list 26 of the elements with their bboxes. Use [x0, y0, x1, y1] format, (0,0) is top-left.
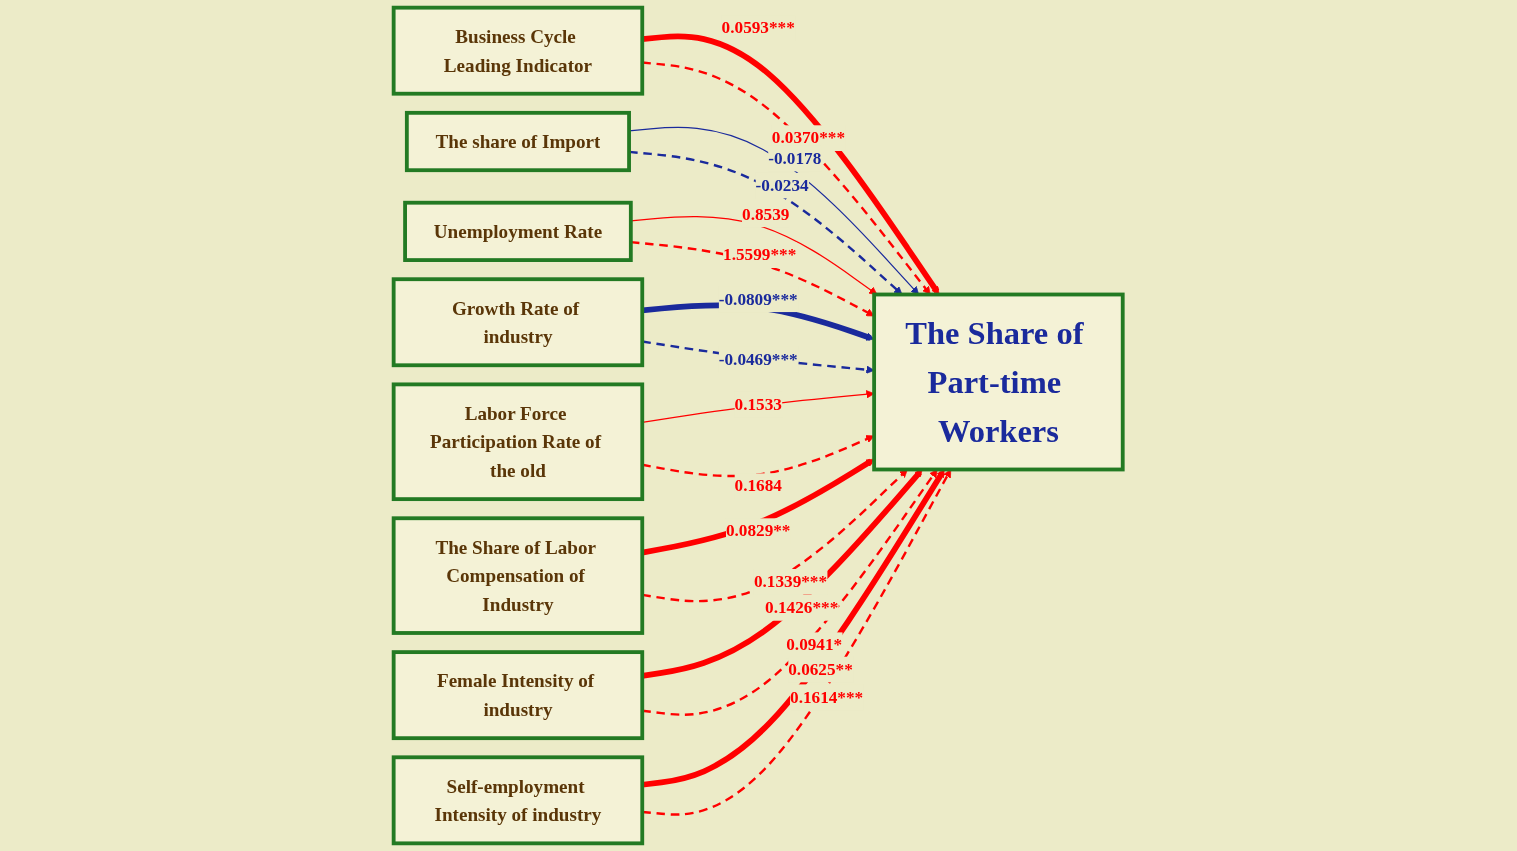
- edge-label: -0.0809***: [719, 289, 798, 309]
- edge-label: 0.1533: [734, 394, 783, 414]
- node-box: The Share of Part-time Workers: [872, 292, 1125, 472]
- edge-label: -0.0234: [755, 175, 809, 195]
- node-box: Business Cycle Leading Indicator: [392, 5, 645, 96]
- edge-label: 0.0370***: [772, 128, 846, 148]
- node-box: Labor Force Participation Rate of the old: [392, 382, 645, 502]
- arrow: [642, 458, 875, 556]
- node-box: Self-employment Intensity of industry: [392, 755, 645, 846]
- edge-label: 0.1339***: [754, 571, 828, 591]
- edge-label: 0.0625**: [788, 659, 854, 679]
- node-box: The share of Import: [405, 110, 632, 173]
- edge-label: 0.1684: [734, 476, 783, 496]
- edge-label: 0.0941*: [786, 635, 843, 655]
- edge-label: 0.0593***: [721, 18, 796, 38]
- node-box: Growth Rate of industry: [392, 277, 645, 368]
- node-box: The Share of Labor Compensation of Industry: [392, 516, 645, 635]
- edge-label: 1.5599***: [723, 245, 797, 265]
- edge-label: 0.0829**: [726, 521, 791, 541]
- edge-label: -0.0178: [768, 148, 822, 168]
- edge-label: 0.1426***: [765, 597, 839, 617]
- node-box: Unemployment Rate: [403, 200, 634, 262]
- node-box: Female Intensity of industry: [392, 650, 645, 741]
- edge-label: 0.1614***: [790, 687, 864, 707]
- edge-label: 0.8539: [742, 204, 790, 224]
- edge-label: -0.0469***: [719, 349, 798, 369]
